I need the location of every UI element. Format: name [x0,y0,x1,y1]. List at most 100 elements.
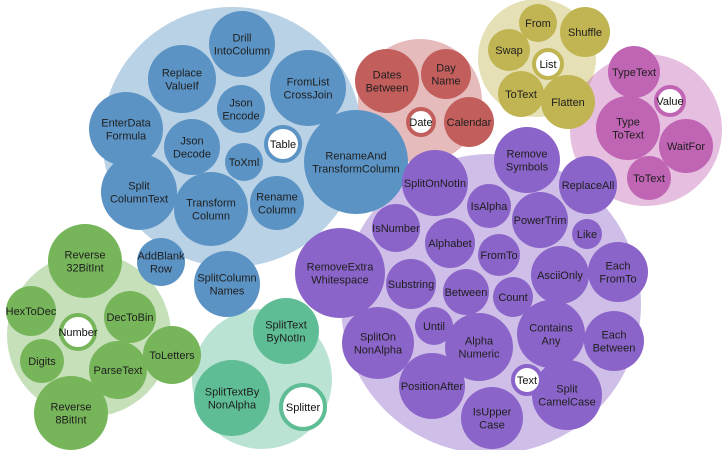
bubble-label-line-1: Contains [529,323,573,335]
bubble-text-until[interactable]: Until [415,307,453,345]
bubble-label-line-1: AddBlank [137,251,185,263]
group-label-date[interactable]: Date [406,107,436,137]
bubble-label-line-1: SplitColumn [197,273,256,285]
bubble-circle [399,353,465,419]
bubble-value-typetext[interactable]: TypeText [608,46,660,98]
bubble-text-alphabet[interactable]: Alphabet [425,218,475,268]
bubble-circle [608,46,660,98]
bubble-text-count[interactable]: Count [493,277,533,317]
bubble-label-line-2: NonAlpha [354,345,403,357]
group-label-value[interactable]: Value [654,85,686,117]
bubble-circle [209,11,275,77]
bubble-list-totext[interactable]: ToText [498,71,544,117]
bubble-circle [89,341,147,399]
bubble-value-totext[interactable]: ToText [627,156,671,200]
bubble-label: ReplaceAll [562,180,615,192]
bubble-circle [217,85,265,133]
bubble-text-asciionly[interactable]: AsciiOnly [531,246,589,304]
bubble-number-parsetext[interactable]: ParseText [89,341,147,399]
bubble-label-line-1: SplitTextBy [205,387,260,399]
group-label-table[interactable]: Table [264,125,302,163]
bubble-text-positionafter[interactable]: PositionAfter [399,353,465,419]
bubble-text-like[interactable]: Like [572,219,602,249]
bubble-circle [467,184,511,228]
group-label-text: Date [409,117,432,129]
bubble-circle [304,110,408,214]
bubble-label-line-2: Row [150,264,172,276]
bubble-circle [174,172,248,246]
group-label-text: Value [656,96,683,108]
group-label-number[interactable]: Number [58,313,98,351]
bubble-label-line-2: ColumnText [110,194,168,206]
bubble-label: TypeText [612,67,656,79]
bubble-label: Count [498,292,527,304]
bubble-list-flatten[interactable]: Flatten [541,75,595,129]
bubble-circle [584,311,644,371]
bubble-label-line-2: TransformColumn [312,164,400,176]
bubble-circle [488,29,530,71]
bubble-text-fromto[interactable]: FromTo [478,234,520,276]
bubble-label: AsciiOnly [537,270,583,282]
group-label-list[interactable]: List [532,48,564,80]
bubble-number-toletters[interactable]: ToLetters [143,326,201,384]
bubble-label: IsAlpha [471,201,509,213]
bubble-label: DecToBin [106,312,153,324]
bubble-text-isnumber[interactable]: IsNumber [372,204,420,252]
group-label-splitter[interactable]: Splitter [279,383,327,431]
bubble-circle [512,192,568,248]
bubble-text-isalpha[interactable]: IsAlpha [467,184,511,228]
bubble-label-line-2: Column [258,205,296,217]
bubble-label-line-2: Symbols [506,162,549,174]
bubble-label-line-2: Whitespace [311,275,368,287]
bubble-table-transform-column[interactable]: TransformColumn [174,172,248,246]
bubble-circle [355,49,419,113]
bubble-text-splitonnotin[interactable]: SplitOnNotIn [402,150,468,216]
bubble-label-line-1: Reverse [65,250,106,262]
bubble-number-hextodec[interactable]: HexToDec [6,286,57,336]
bubble-list-shuffle[interactable]: Shuffle [560,7,610,57]
bubble-text-replaceall[interactable]: ReplaceAll [559,156,617,214]
bubble-table-toxml[interactable]: ToXml [225,143,263,181]
group-label-text[interactable]: Text [511,364,543,396]
bubble-label-line-1: SplitText [265,320,307,332]
bubble-number-digits[interactable]: Digits [20,339,64,383]
bubble-list-from[interactable]: From [519,4,557,42]
bubble-label-line-1: Day [436,63,456,75]
bubble-number-dectobin[interactable]: DecToBin [104,291,156,343]
bubble-text-between[interactable]: Between [443,269,489,315]
bubble-circle [372,204,420,252]
bubble-list-swap[interactable]: Swap [488,29,530,71]
bubble-text-powertrim[interactable]: PowerTrim [512,192,568,248]
bubble-date-calendar[interactable]: Calendar [444,97,494,147]
bubble-value-waitfor[interactable]: WaitFor [659,119,713,173]
bubble-label-line-2: Numeric [459,349,500,361]
bubble-text-substring[interactable]: Substring [386,259,436,309]
